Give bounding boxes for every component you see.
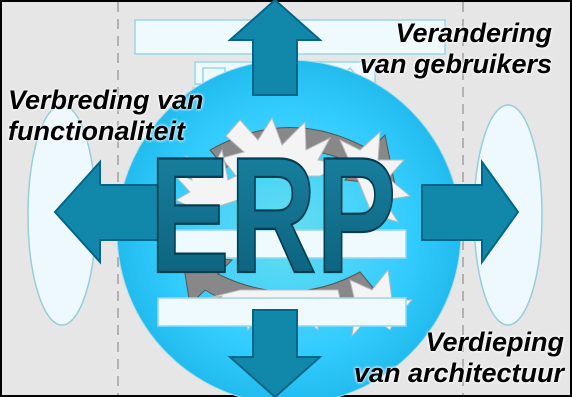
label-line: Verdieping: [425, 327, 564, 357]
label-verbreding-van-functionaliteit: Verbreding van functionaliteit: [8, 85, 204, 147]
label-line: van gebruikers: [359, 49, 552, 79]
right-arrow: [421, 158, 520, 266]
label-verandering-van-gebruikers: Verandering van gebruikers: [360, 18, 552, 80]
inner-band-middle: [157, 229, 407, 259]
up-arrow: [227, 0, 323, 96]
label-line: functionaliteit: [8, 116, 185, 146]
label-line: Verbreding van: [8, 85, 204, 115]
label-verdieping-van-architectuur: Verdieping van architectuur: [354, 327, 564, 389]
label-line: Verandering: [395, 18, 552, 48]
erp-center-label: ERP: [150, 122, 397, 307]
label-line: van architectuur: [353, 358, 564, 388]
down-arrow: [227, 309, 323, 397]
left-arrow: [53, 159, 161, 265]
